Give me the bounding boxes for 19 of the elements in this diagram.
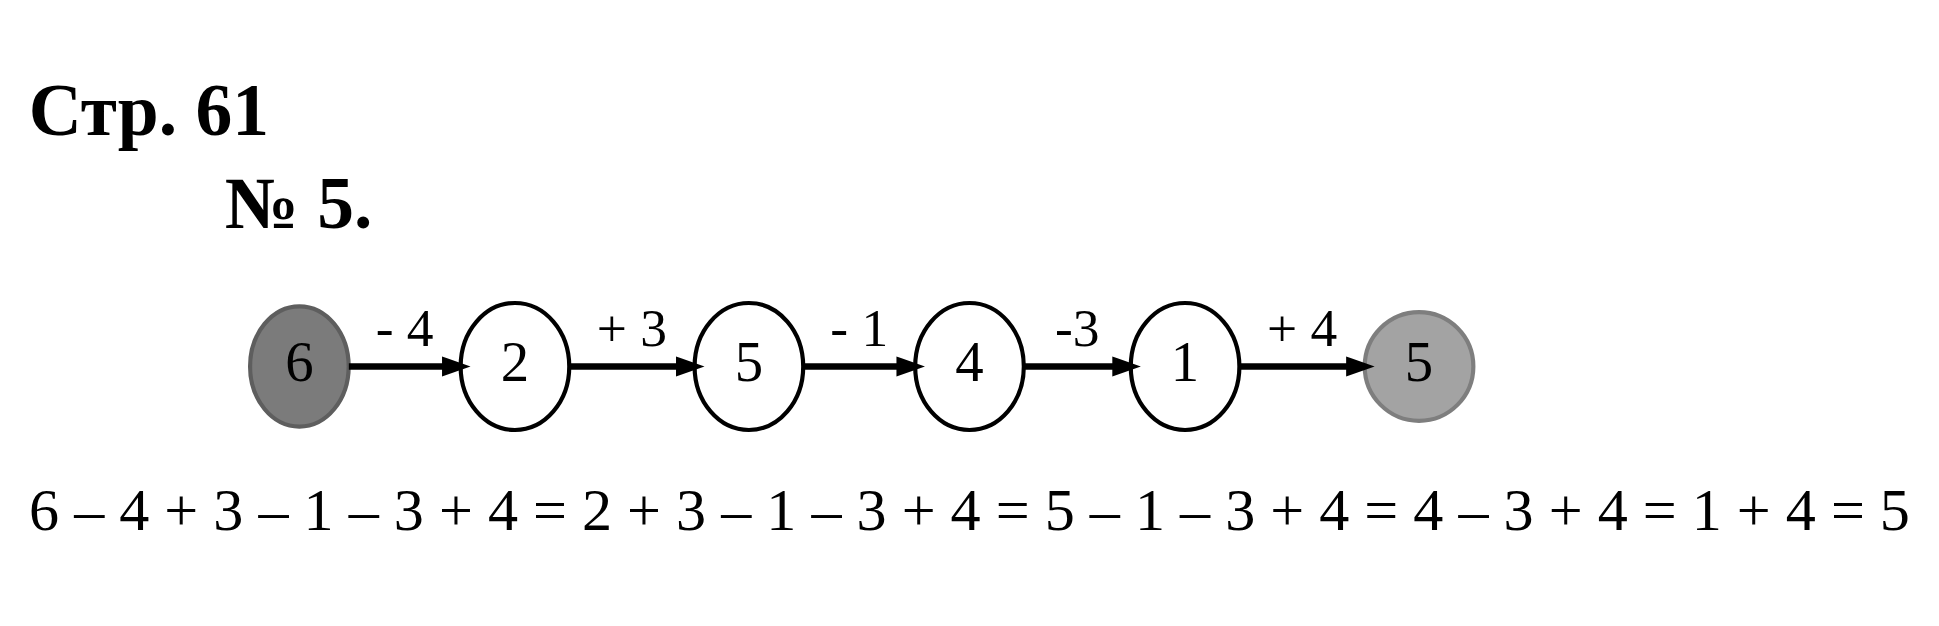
diagram-title: Стр. 61 [28, 68, 269, 151]
edge-label: + 4 [1266, 297, 1338, 358]
edge-label: - 1 [830, 297, 889, 358]
edge-label: -3 [1055, 297, 1100, 358]
node-ellipse: 1 [1128, 300, 1242, 433]
arrow [803, 356, 925, 377]
arrow [1023, 356, 1141, 377]
node-circle: 5 [1362, 310, 1476, 423]
arrow [348, 356, 471, 377]
arrow [569, 356, 705, 377]
node-ellipse: 6 [248, 304, 351, 429]
edge-label: - 4 [375, 297, 434, 358]
node-ellipse: 4 [913, 300, 1026, 433]
node-ellipse: 2 [458, 300, 572, 433]
edge-label: + 3 [596, 297, 668, 358]
label: № 5. [225, 162, 373, 245]
node-ellipse: 5 [692, 300, 806, 433]
label: 6 – 4 + 3 – 1 – 3 + 4 = 2 + 3 – 1 – 3 + 4 = 5 – 1 – 3 + 4 = 4 – 3 + 4 = 1 + 4 = 5 [29, 475, 1910, 543]
arrow [1239, 356, 1375, 377]
